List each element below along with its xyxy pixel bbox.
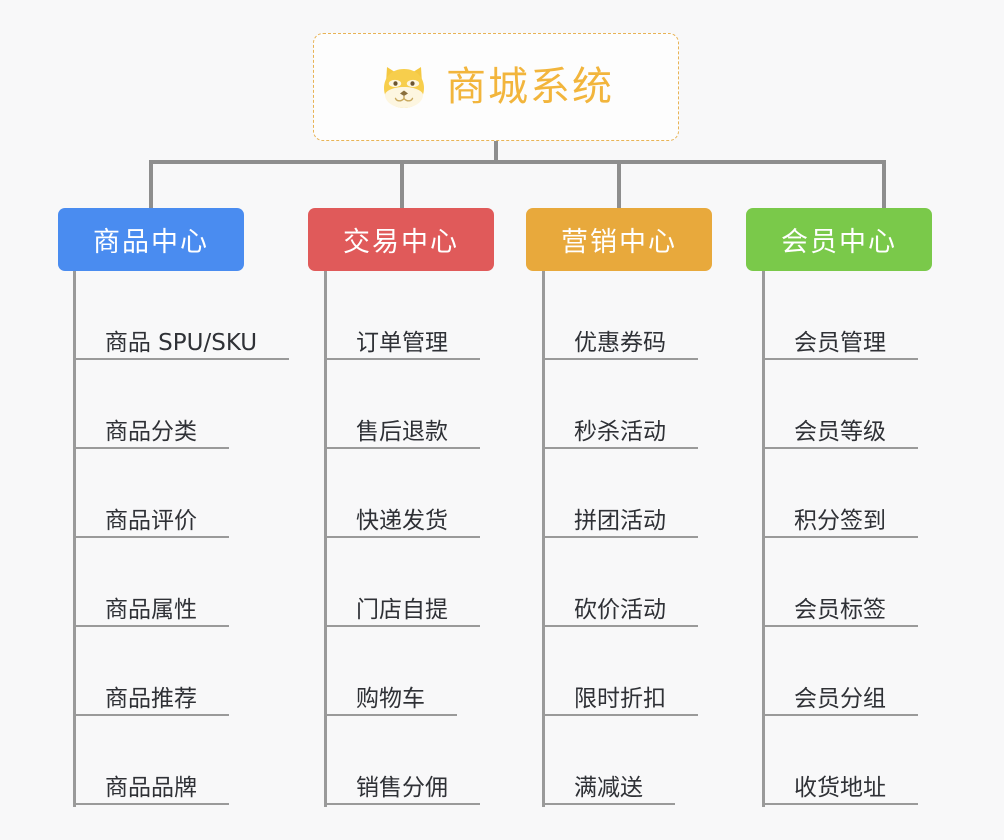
leaf-underline: [73, 803, 229, 805]
leaf-underline: [73, 447, 229, 449]
leaf-label: 拼团活动: [574, 507, 666, 534]
leaf-label: 优惠券码: [574, 329, 666, 356]
leaf-label: 满减送: [574, 774, 643, 801]
connector-horizontal-bus: [149, 160, 884, 164]
category-label-3: 营销中心: [561, 227, 677, 258]
leaf-underline: [324, 803, 480, 805]
leaf-underline: [324, 358, 480, 360]
leaf-trunk: [762, 271, 765, 807]
leaf-underline: [324, 536, 480, 538]
category-box-2[interactable]: 交易中心: [308, 208, 494, 271]
root-title: 商城系统: [446, 64, 614, 110]
leaf-label: 收货地址: [794, 774, 886, 801]
shiba-dog-face-icon: [378, 61, 430, 113]
leaf-underline: [73, 536, 229, 538]
category-label-2: 交易中心: [343, 227, 459, 258]
leaf-underline: [542, 803, 675, 805]
leaf-underline: [762, 447, 918, 449]
leaf-underline: [542, 536, 698, 538]
leaf-underline: [762, 536, 918, 538]
leaf-underline: [324, 625, 480, 627]
leaf-label: 秒杀活动: [574, 418, 666, 445]
leaf-underline: [324, 447, 480, 449]
leaf-underline: [762, 803, 918, 805]
leaf-label: 售后退款: [356, 418, 448, 445]
leaf-label: 会员分组: [794, 685, 886, 712]
leaf-label: 积分签到: [794, 507, 886, 534]
category-label-4: 会员中心: [781, 227, 897, 258]
category-box-1[interactable]: 商品中心: [58, 208, 244, 271]
leaf-trunk: [73, 271, 76, 807]
category-label-1: 商品中心: [93, 227, 209, 258]
leaf-underline: [542, 714, 698, 716]
leaf-label: 销售分佣: [356, 774, 448, 801]
connector-drop-4: [882, 160, 886, 209]
leaf-label: 商品 SPU/SKU: [104, 329, 258, 356]
category-box-3[interactable]: 营销中心: [526, 208, 712, 271]
leaf-underline: [73, 358, 289, 360]
connector-drop-1: [149, 160, 153, 209]
category-box-4[interactable]: 会员中心: [746, 208, 932, 271]
leaf-trunk: [542, 271, 545, 807]
connector-drop-3: [617, 160, 621, 209]
leaf-label: 商品分类: [105, 418, 197, 445]
leaf-label: 商品品牌: [105, 774, 197, 801]
leaf-label: 购物车: [356, 685, 425, 712]
leaf-label: 会员管理: [794, 329, 886, 356]
leaf-label: 商品属性: [105, 596, 197, 623]
leaf-label: 限时折扣: [574, 685, 666, 712]
leaf-underline: [73, 714, 229, 716]
leaf-label: 门店自提: [356, 596, 448, 623]
leaf-label: 商品推荐: [105, 685, 197, 712]
leaf-label: 会员等级: [794, 418, 886, 445]
root-node-mall-system[interactable]: 商城系统: [313, 33, 679, 141]
leaf-label: 砍价活动: [574, 596, 666, 623]
connector-drop-2: [400, 160, 404, 209]
leaf-label: 快递发货: [356, 507, 448, 534]
leaf-underline: [762, 358, 918, 360]
leaf-underline: [542, 358, 698, 360]
leaf-label: 商品评价: [105, 507, 197, 534]
leaf-underline: [542, 447, 698, 449]
leaf-underline: [324, 714, 457, 716]
leaf-trunk: [324, 271, 327, 807]
leaf-label: 订单管理: [356, 329, 448, 356]
leaf-label: 会员标签: [794, 596, 886, 623]
leaf-underline: [73, 625, 229, 627]
leaf-underline: [542, 625, 698, 627]
connector-root-stem: [494, 141, 498, 163]
leaf-underline: [762, 714, 918, 716]
leaf-underline: [762, 625, 918, 627]
